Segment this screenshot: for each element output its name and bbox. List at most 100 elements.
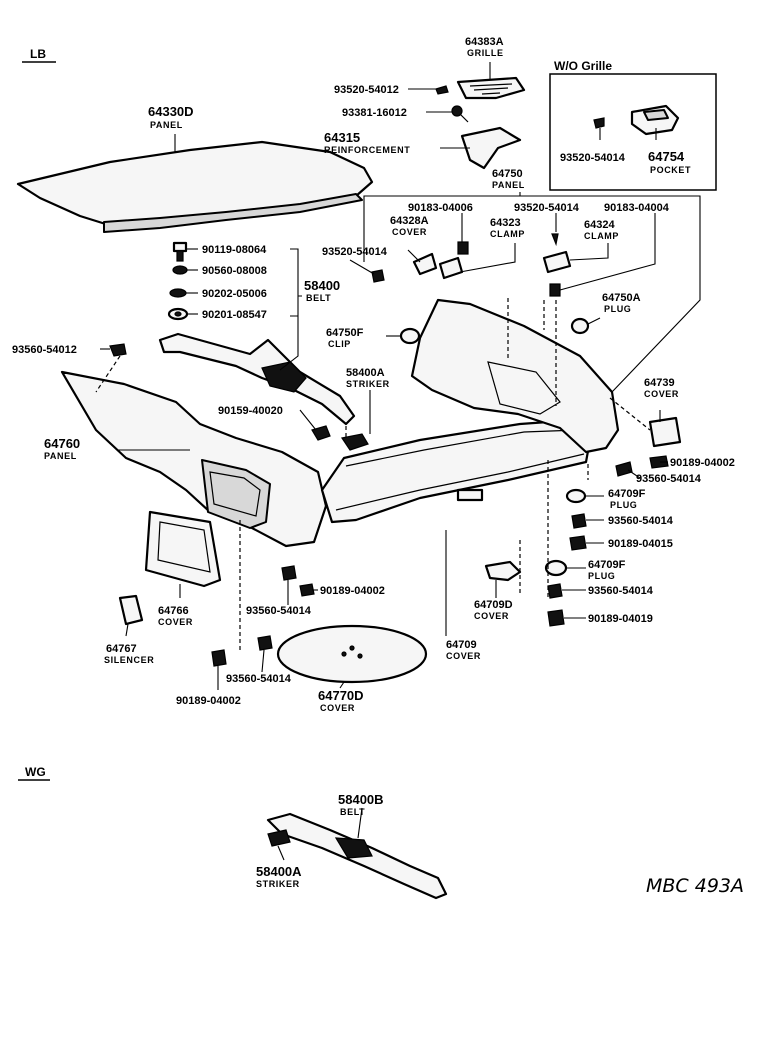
belt-part: [158, 332, 356, 426]
svg-text:93560-54012: 93560-54012: [12, 344, 77, 356]
svg-text:93520-54014: 93520-54014: [322, 246, 388, 258]
svg-text:64709F: 64709F: [588, 559, 626, 571]
svg-text:64750A: 64750A: [602, 292, 641, 304]
callout-58400a-wg: 58400A STRIKER: [256, 864, 302, 889]
callout-93560-54014-r3: 93560-54014: [588, 585, 654, 597]
svg-text:93520-54014: 93520-54014: [560, 152, 626, 164]
svg-text:64383A: 64383A: [465, 36, 504, 48]
callout-93520-54014-wo: 93520-54014: [560, 152, 626, 164]
svg-text:STRIKER: STRIKER: [346, 379, 390, 389]
callout-90189-04002-bottom: 90189-04002: [176, 695, 241, 707]
section-label-wg: WG: [25, 765, 46, 779]
svg-text:COVER: COVER: [320, 703, 355, 713]
svg-text:COVER: COVER: [392, 227, 427, 237]
callout-64750f: 64750F CLIP: [326, 327, 364, 349]
svg-text:64754: 64754: [648, 149, 685, 164]
callout-64315: 64315 REINFORCEMENT: [324, 130, 410, 155]
callout-90183-04004: 90183-04004: [604, 202, 670, 214]
screw-93520-54012-part: [435, 85, 449, 95]
washer-90201-08547-part: [167, 307, 189, 321]
clip-90189-04015-part: [569, 535, 587, 551]
clip-90189-04019-part: [547, 609, 565, 627]
callout-64754: 64754 POCKET: [648, 149, 691, 175]
svg-text:93381-16012: 93381-16012: [342, 107, 407, 119]
svg-text:64315: 64315: [324, 130, 360, 145]
svg-text:64323: 64323: [490, 217, 521, 229]
svg-text:58400A: 58400A: [346, 367, 385, 379]
callout-64739: 64739 COVER: [644, 377, 678, 399]
callout-90189-04015: 90189-04015: [608, 538, 673, 550]
silencer-part: [118, 594, 144, 626]
wo-grille-box: [549, 73, 717, 191]
svg-text:64767: 64767: [106, 643, 137, 655]
washer-90202-05006-part: [169, 288, 187, 298]
svg-text:64709D: 64709D: [474, 599, 513, 611]
cover-64766-part: [144, 510, 222, 588]
callout-93520-54014-top: 93520-54014: [514, 202, 580, 214]
clip-90189-04002-right-part: [649, 455, 669, 469]
cover-64709d-part: [484, 560, 522, 582]
plug-64709f-upper-part: [565, 488, 587, 504]
callout-64328a: 64328A COVER: [390, 215, 429, 237]
svg-text:BELT: BELT: [306, 293, 331, 303]
callout-90189-04019: 90189-04019: [588, 613, 653, 625]
section-label-wo-grille: W/O Grille: [554, 59, 612, 73]
svg-text:COVER: COVER: [158, 617, 193, 627]
svg-text:PANEL: PANEL: [44, 451, 77, 461]
svg-text:58400A: 58400A: [256, 864, 302, 879]
svg-text:PLUG: PLUG: [610, 500, 637, 510]
callout-64709f-upper: 64709F PLUG: [608, 488, 646, 510]
screw-93560-54014-bottom-part: [257, 635, 273, 651]
screw-93560-54014-mid-part: [281, 565, 297, 581]
callout-90189-04002-right: 90189-04002: [670, 457, 735, 469]
round-cover-64770d-part: [276, 624, 428, 684]
callout-64767: 64767 SILENCER: [104, 643, 154, 665]
callout-93560-54012: 93560-54012: [12, 344, 77, 356]
svg-text:REINFORCEMENT: REINFORCEMENT: [324, 145, 410, 155]
svg-text:PANEL: PANEL: [150, 120, 183, 130]
callout-93560-54014-mid: 93560-54014: [246, 605, 312, 617]
svg-text:GRILLE: GRILLE: [467, 48, 504, 58]
svg-text:90189-04019: 90189-04019: [588, 613, 653, 625]
side-panel-64750-part: [410, 298, 620, 454]
svg-text:90189-04002: 90189-04002: [320, 585, 385, 597]
package-tray-panel-part: [16, 140, 374, 233]
clamp-64323-part: [438, 241, 469, 280]
callout-64709: 64709 COVER: [446, 639, 480, 661]
svg-text:64766: 64766: [158, 605, 189, 617]
callout-64750: 64750 PANEL: [492, 168, 525, 190]
svg-text:CLAMP: CLAMP: [584, 231, 619, 241]
svg-text:64709: 64709: [446, 639, 477, 651]
striker-58400a-wg-part: [267, 829, 291, 847]
callout-90560-08008: 90560-08008: [202, 265, 267, 277]
svg-text:90189-04015: 90189-04015: [608, 538, 673, 550]
screw-93560-54014-r3-part: [547, 583, 563, 599]
callout-93520-54014-clamp: 93520-54014: [322, 246, 388, 258]
svg-text:64750: 64750: [492, 168, 523, 180]
bolt-90119-08064-part: [172, 241, 188, 262]
callout-64323: 64323 CLAMP: [490, 217, 524, 239]
svg-text:SILENCER: SILENCER: [104, 655, 154, 665]
svg-text:PANEL: PANEL: [492, 180, 525, 190]
svg-text:90183-04006: 90183-04006: [408, 202, 473, 214]
svg-text:PLUG: PLUG: [604, 304, 631, 314]
callout-58400b: 58400B BELT: [338, 792, 384, 817]
clamp-64324-part: [542, 233, 572, 297]
svg-text:93560-54014: 93560-54014: [636, 473, 702, 485]
striker-58400a-part: [341, 433, 369, 451]
callout-90201-08547: 90201-08547: [202, 309, 267, 321]
svg-text:90202-05006: 90202-05006: [202, 288, 267, 300]
callout-64750a: 64750A PLUG: [602, 292, 641, 314]
clip-90189-04002-mid-part: [299, 583, 315, 597]
svg-text:BELT: BELT: [340, 807, 365, 817]
section-label-lb: LB: [30, 47, 46, 61]
screw-93560-54012-part: [109, 343, 127, 357]
svg-text:64739: 64739: [644, 377, 675, 389]
svg-text:64328A: 64328A: [390, 215, 429, 227]
reinforcement-part: [460, 126, 522, 170]
svg-text:58400: 58400: [304, 278, 340, 293]
callout-64760: 64760 PANEL: [44, 436, 80, 461]
callout-64709d: 64709D COVER: [474, 599, 513, 621]
cover-64328a-part: [412, 252, 438, 276]
callout-93560-54014-bottom: 93560-54014: [226, 673, 292, 685]
